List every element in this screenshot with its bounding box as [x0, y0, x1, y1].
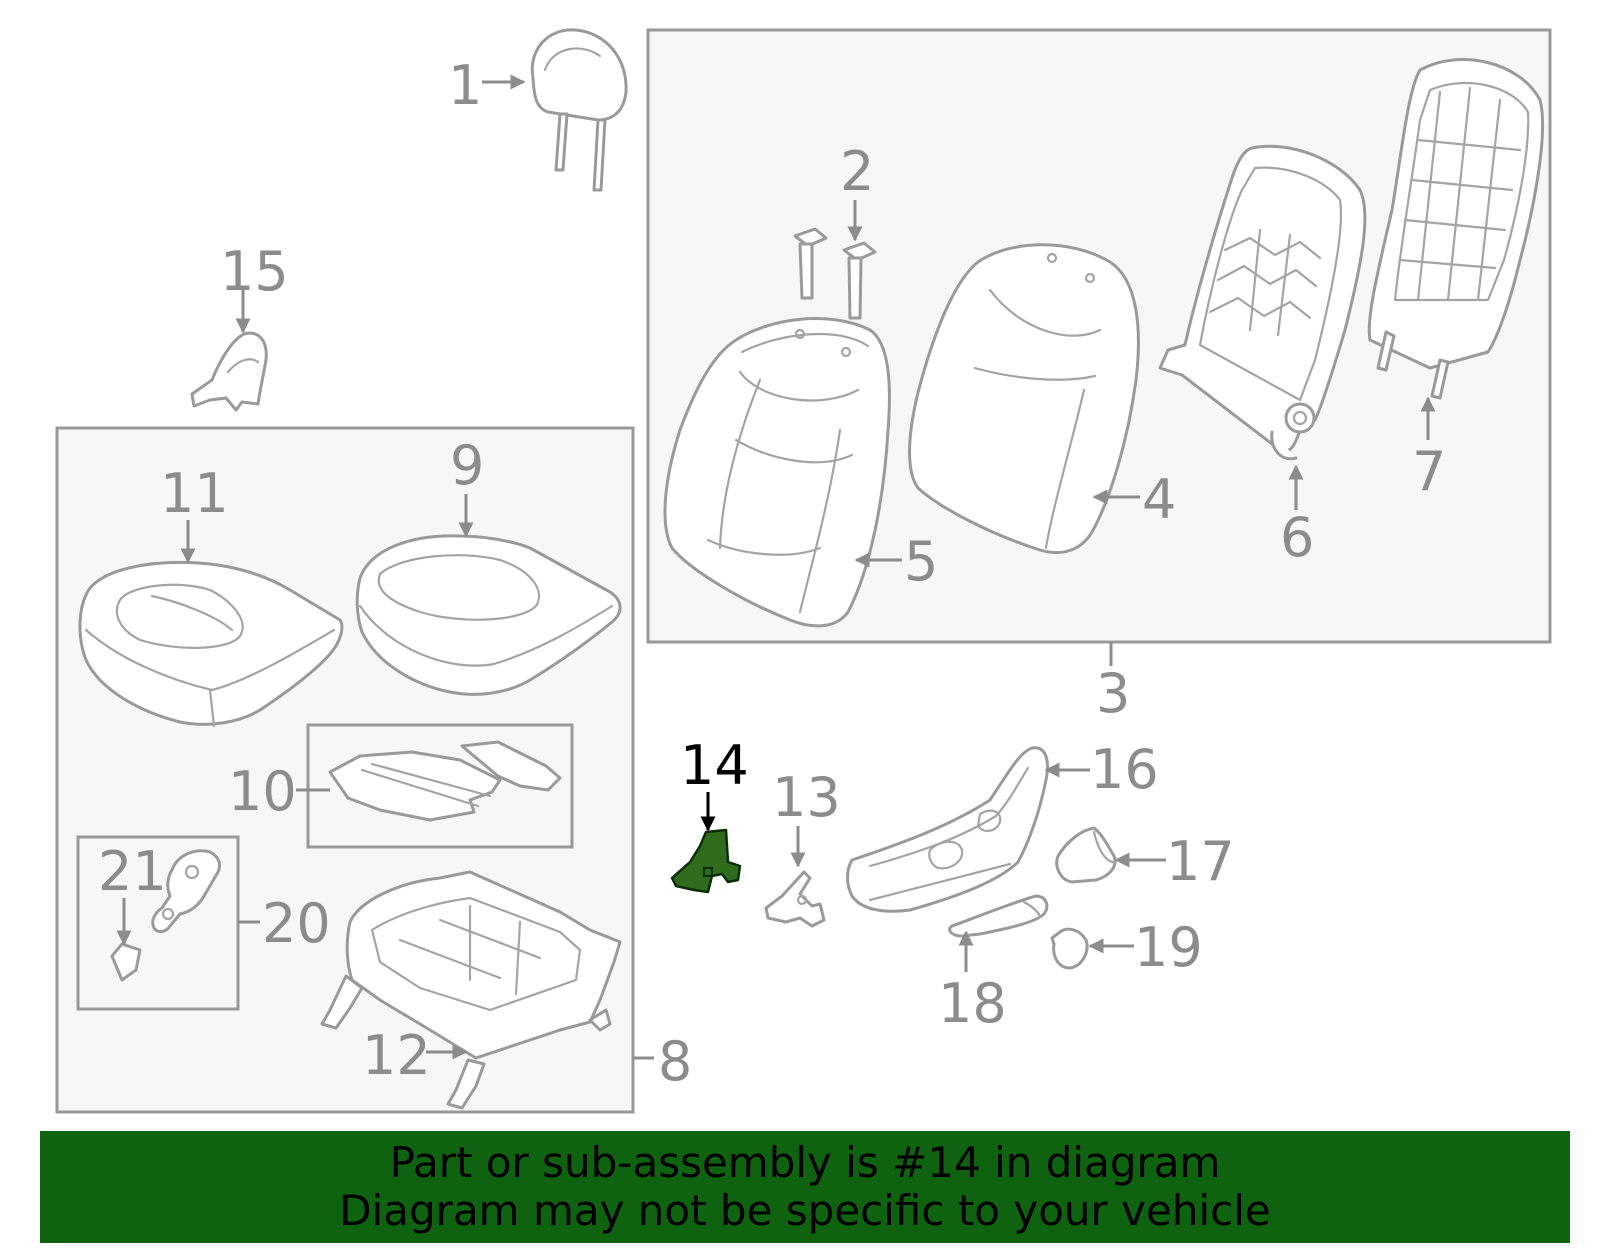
callout-14: 14: [680, 734, 749, 797]
info-banner: Part or sub-assembly is #14 in diagram D…: [40, 1131, 1570, 1243]
callout-15: 15: [220, 240, 289, 303]
callout-4: 4: [1142, 468, 1176, 531]
banner-line-1: Part or sub-assembly is #14 in diagram: [389, 1138, 1221, 1187]
part-6-seatback-frame[interactable]: [1158, 144, 1367, 461]
part-1-headrest[interactable]: [530, 28, 628, 192]
callout-13: 13: [772, 766, 841, 829]
part-21-clip[interactable]: [110, 942, 142, 982]
callout-20: 20: [262, 892, 331, 955]
callout-1: 1: [448, 54, 482, 117]
banner-line-2: Diagram may not be specific to your vehi…: [339, 1186, 1271, 1235]
part-4-seatback-pad[interactable]: [908, 243, 1140, 554]
callout-9: 9: [450, 434, 484, 497]
part-7-seatback-board[interactable]: [1367, 58, 1545, 400]
part-14-highlighted-bracket[interactable]: [670, 828, 742, 894]
callout-3: 3: [1096, 662, 1130, 725]
part-19-cap[interactable]: [1050, 927, 1089, 970]
callout-7: 7: [1412, 440, 1446, 503]
callout-17: 17: [1166, 830, 1235, 893]
callout-18: 18: [938, 972, 1007, 1035]
part-20-bracket[interactable]: [151, 849, 222, 934]
callout-11: 11: [160, 462, 229, 525]
part-11-cushion-cover[interactable]: [78, 560, 344, 728]
callout-16: 16: [1090, 738, 1159, 801]
callout-12: 12: [362, 1024, 431, 1087]
callout-6: 6: [1280, 506, 1314, 569]
callout-10: 10: [228, 760, 297, 823]
part-5-seatback-cover[interactable]: [663, 317, 891, 628]
part-16-side-shield[interactable]: [846, 746, 1049, 913]
callout-5: 5: [904, 530, 938, 593]
part-10-heater-mats[interactable]: [328, 740, 562, 822]
part-18-lever-handle[interactable]: [948, 894, 1049, 938]
part-2-headrest-guides[interactable]: [793, 227, 877, 320]
part-15-cover[interactable]: [190, 331, 268, 412]
callout-21: 21: [98, 840, 167, 903]
part-12-cushion-frame[interactable]: [320, 870, 622, 1110]
part-13-bracket[interactable]: [764, 870, 826, 928]
part-17-knob[interactable]: [1055, 826, 1117, 884]
callout-19: 19: [1134, 916, 1203, 979]
callout-2: 2: [840, 140, 874, 203]
callout-8: 8: [658, 1030, 692, 1093]
